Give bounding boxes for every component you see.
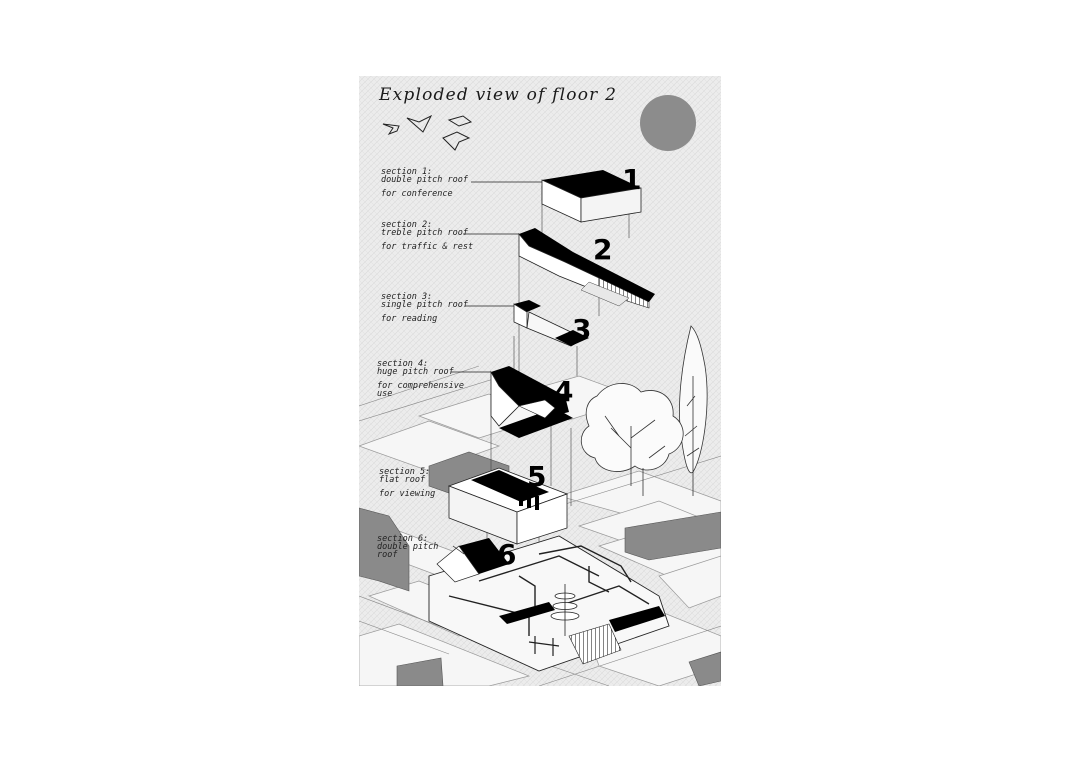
pagoda-icon — [550, 584, 580, 636]
section-2-roof-type: treble pitch roof — [381, 228, 468, 238]
section-5-roof-type: flat roof — [379, 475, 426, 485]
section-6-label: section 6: double pitch roof — [377, 534, 439, 560]
section-6-roof-type: double pitch — [377, 542, 439, 552]
section-4-use-continued: use — [377, 389, 393, 399]
section-6-heading: section 6: — [377, 534, 429, 544]
section-1-use: for conference — [381, 189, 453, 199]
cypress-tree — [679, 325, 708, 496]
exploded-view-sheet: Exploded view of floor 2 section 1: doub… — [359, 76, 721, 686]
section-5-label: section 5: flat roof for viewing — [379, 467, 436, 499]
section-4-heading: section 4: — [377, 359, 429, 369]
section-2-roof — [518, 228, 655, 309]
section-1-label: section 1: double pitch roof for confere… — [381, 167, 468, 199]
section-1-number: 1 — [622, 163, 642, 196]
section-4-number: 4 — [554, 375, 574, 408]
section-2-label: section 2: treble pitch roof for traffic… — [381, 220, 474, 252]
birds-icon — [382, 114, 473, 151]
section-1-roof — [541, 170, 642, 223]
section-3-roof-type: single pitch roof — [381, 300, 468, 310]
sun-disc — [640, 95, 696, 151]
section-5-roof — [447, 467, 569, 545]
ground-floor-plan — [428, 535, 670, 672]
section-6-roof-continued: roof — [377, 550, 398, 560]
page-title: Exploded view of floor 2 — [379, 85, 618, 105]
section-3-number: 3 — [572, 313, 592, 346]
section-5-use: for viewing — [379, 489, 436, 499]
section-4-use: for comprehensive — [377, 381, 464, 391]
section-1-roof-type: double pitch roof — [381, 175, 468, 185]
section-2-heading: section 2: — [381, 220, 433, 230]
section-4-roof-type: huge pitch roof — [377, 367, 454, 377]
section-3-heading: section 3: — [381, 292, 433, 302]
section-2-use: for traffic & rest — [381, 242, 474, 252]
section-4-label: section 4: huge pitch roof for comprehen… — [377, 359, 464, 399]
section-5-heading: section 5: — [379, 467, 431, 477]
section-4-roof — [490, 366, 573, 438]
section-3-use: for reading — [381, 314, 438, 324]
section-1-heading: section 1: — [381, 167, 433, 177]
leader-lines — [451, 181, 542, 555]
deciduous-tree — [581, 383, 684, 496]
section-5-number: 5 — [527, 460, 547, 493]
section-3-roof — [513, 300, 589, 347]
section-2-number: 2 — [593, 233, 613, 266]
section-6-number: 6 — [497, 538, 517, 571]
section-3-label: section 3: single pitch roof for reading — [381, 292, 468, 324]
drawing — [359, 76, 721, 686]
